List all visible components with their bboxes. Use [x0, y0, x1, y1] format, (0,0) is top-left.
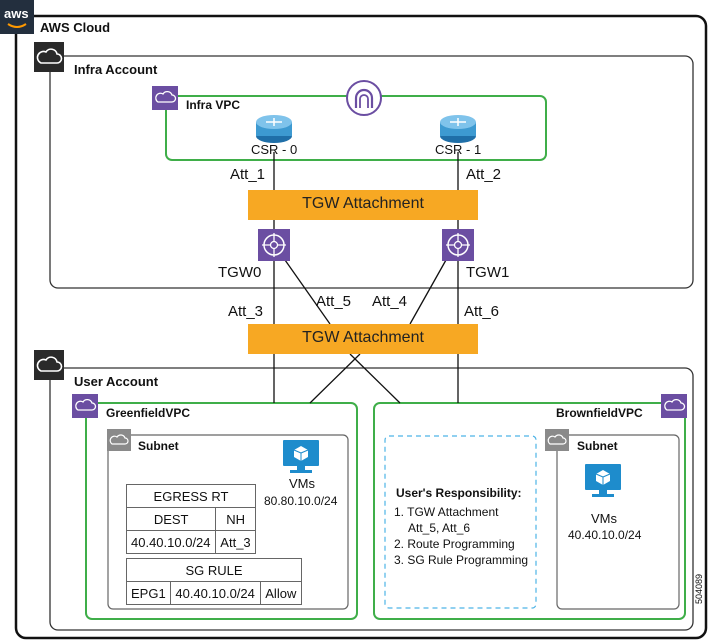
- greenfield-vms-cidr: 80.80.10.0/24: [264, 494, 338, 508]
- brownfield-vms-cidr: 40.40.10.0/24: [568, 528, 642, 542]
- responsibility-frame: [384, 435, 537, 609]
- brownfield-subnet-frame: [556, 434, 680, 610]
- brownfield-vpc-frame: [373, 402, 686, 620]
- att6-label: Att_6: [464, 303, 500, 320]
- greenfield-vm-icon: [283, 440, 319, 473]
- sg-rule-cidr-cell: 40.40.10.0/24: [170, 581, 262, 605]
- egress-rt-dest-cell: 40.40.10.0/24: [125, 530, 217, 554]
- line-att4-cross: [409, 259, 447, 325]
- egress-rt-header-nh: NH: [215, 507, 256, 531]
- infra-account-label: Infra Account: [74, 62, 158, 77]
- line-att5-cross: [284, 259, 331, 325]
- sg-rule-epg-cell: EPG1: [125, 581, 172, 605]
- greenfield-subnet-icon: [107, 429, 131, 451]
- infra-account-frame: [49, 55, 694, 289]
- infra-vpc-label: Infra VPC: [186, 98, 241, 112]
- att1-label: Att_1: [230, 166, 266, 183]
- brownfield-vpc-icon: [661, 394, 687, 418]
- user-account-frame: [49, 367, 694, 631]
- responsibility-title: User's Responsibility:: [396, 486, 522, 500]
- infra-account-cloud-icon: [34, 42, 64, 72]
- att4-label: Att_4: [372, 293, 408, 310]
- brownfield-vpc-label: BrownfieldVPC: [556, 406, 643, 420]
- infra-vpc-icon: [152, 86, 178, 110]
- brownfield-subnet-label: Subnet: [577, 439, 618, 453]
- greenfield-subnet-frame: [107, 434, 349, 610]
- greenfield-vpc-frame: [85, 402, 358, 620]
- greenfield-subnet-label: Subnet: [138, 439, 179, 453]
- greenfield-vpc-label: GreenfieldVPC: [106, 406, 191, 420]
- att5-label: Att_5: [316, 293, 352, 310]
- tgw-attachment-bar-top: [248, 190, 478, 220]
- egress-rt-header-dest: DEST: [125, 507, 217, 531]
- tgw-attachment-top-label: TGW Attachment: [302, 195, 424, 212]
- aws-logo-smile: [7, 23, 27, 28]
- aws-logo-text: aws: [4, 6, 29, 21]
- aws-cloud-label: AWS Cloud: [40, 20, 111, 35]
- connection-lines: [273, 152, 459, 404]
- tgw-attachment-bar-middle: [248, 324, 478, 354]
- user-account-label: User Account: [74, 374, 159, 389]
- csr1-label: CSR - 1: [435, 142, 482, 157]
- egress-rt-nh-cell: Att_3: [215, 530, 256, 554]
- tgw1-label: TGW1: [466, 264, 510, 281]
- greenfield-vms-label: VMs: [289, 476, 315, 491]
- brownfield-vms-label: VMs: [591, 511, 617, 526]
- brownfield-vm-icon: [585, 464, 621, 497]
- user-account-cloud-icon: [34, 350, 64, 380]
- tgw0-label: TGW0: [218, 264, 262, 281]
- tgw1-icon: [442, 229, 474, 261]
- tgw-attachment-middle-label: TGW Attachment: [302, 329, 424, 346]
- aws-cloud-frame: [14, 14, 708, 640]
- greenfield-vpc-icon: [72, 394, 98, 418]
- aws-logo: [0, 0, 34, 34]
- att2-label: Att_2: [466, 166, 502, 183]
- csr0-router-icon: [256, 115, 292, 143]
- sg-rule-action-cell: Allow: [260, 581, 302, 605]
- sg-rule-title: SG RULE: [126, 558, 302, 582]
- responsibility-item: 1. TGW Attachment: [394, 505, 499, 519]
- line-cross-a: [309, 353, 361, 404]
- egress-rt-title: EGRESS RT: [126, 484, 256, 508]
- egress-route-table: EGRESS RT DEST NH 40.40.10.0/24 Att_3: [125, 484, 256, 554]
- table-row: 40.40.10.0/24 Att_3: [125, 530, 256, 554]
- line-cross-b: [349, 353, 401, 404]
- internet-gateway-icon: [346, 80, 382, 116]
- csr0-label: CSR - 0: [251, 142, 298, 157]
- tgw0-icon: [258, 229, 290, 261]
- table-row: EPG1 40.40.10.0/24 Allow: [125, 581, 302, 605]
- csr1-router-icon: [440, 115, 476, 143]
- att3-label: Att_3: [228, 303, 264, 320]
- brownfield-subnet-icon: [545, 429, 569, 451]
- responsibility-item: 2. Route Programming: [394, 537, 515, 551]
- sg-rule-table: SG RULE EPG1 40.40.10.0/24 Allow: [125, 558, 302, 605]
- responsibility-item: Att_5, Att_6: [408, 521, 471, 535]
- responsibility-item: 3. SG Rule Programming: [394, 553, 529, 567]
- figure-id: 504089: [694, 573, 704, 604]
